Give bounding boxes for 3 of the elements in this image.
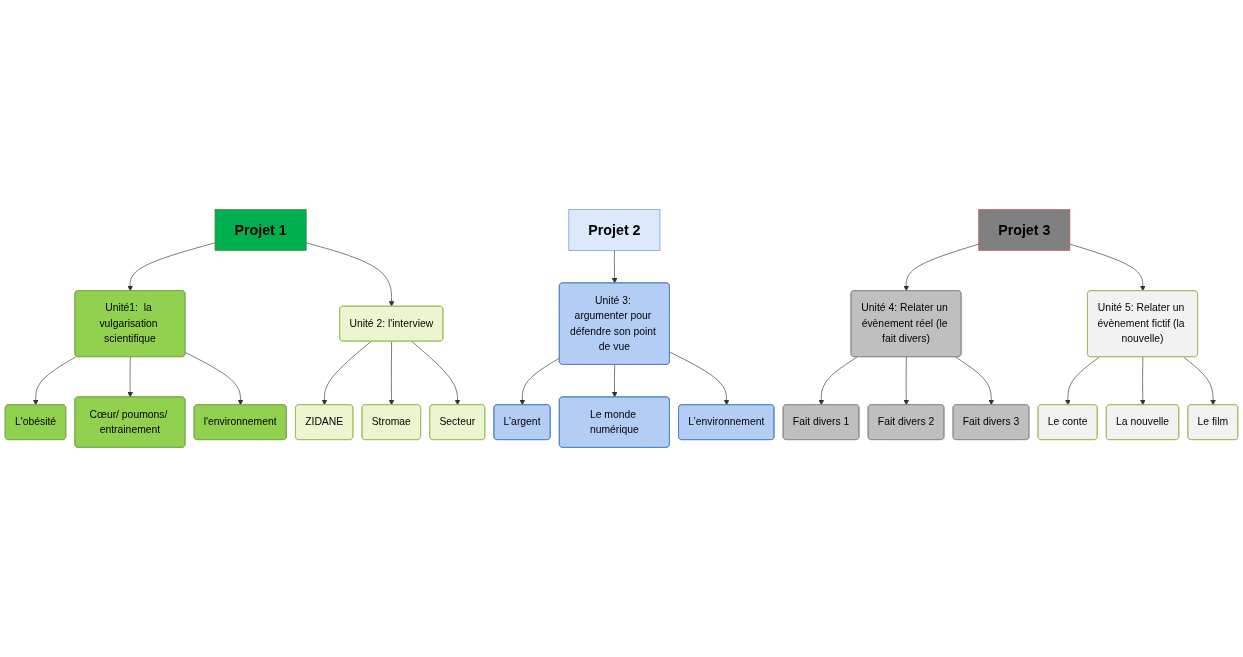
node-box: Projet 2 <box>568 209 661 251</box>
node-box: Projet 1 <box>214 209 307 251</box>
node-box: Projet 3 <box>978 209 1071 251</box>
